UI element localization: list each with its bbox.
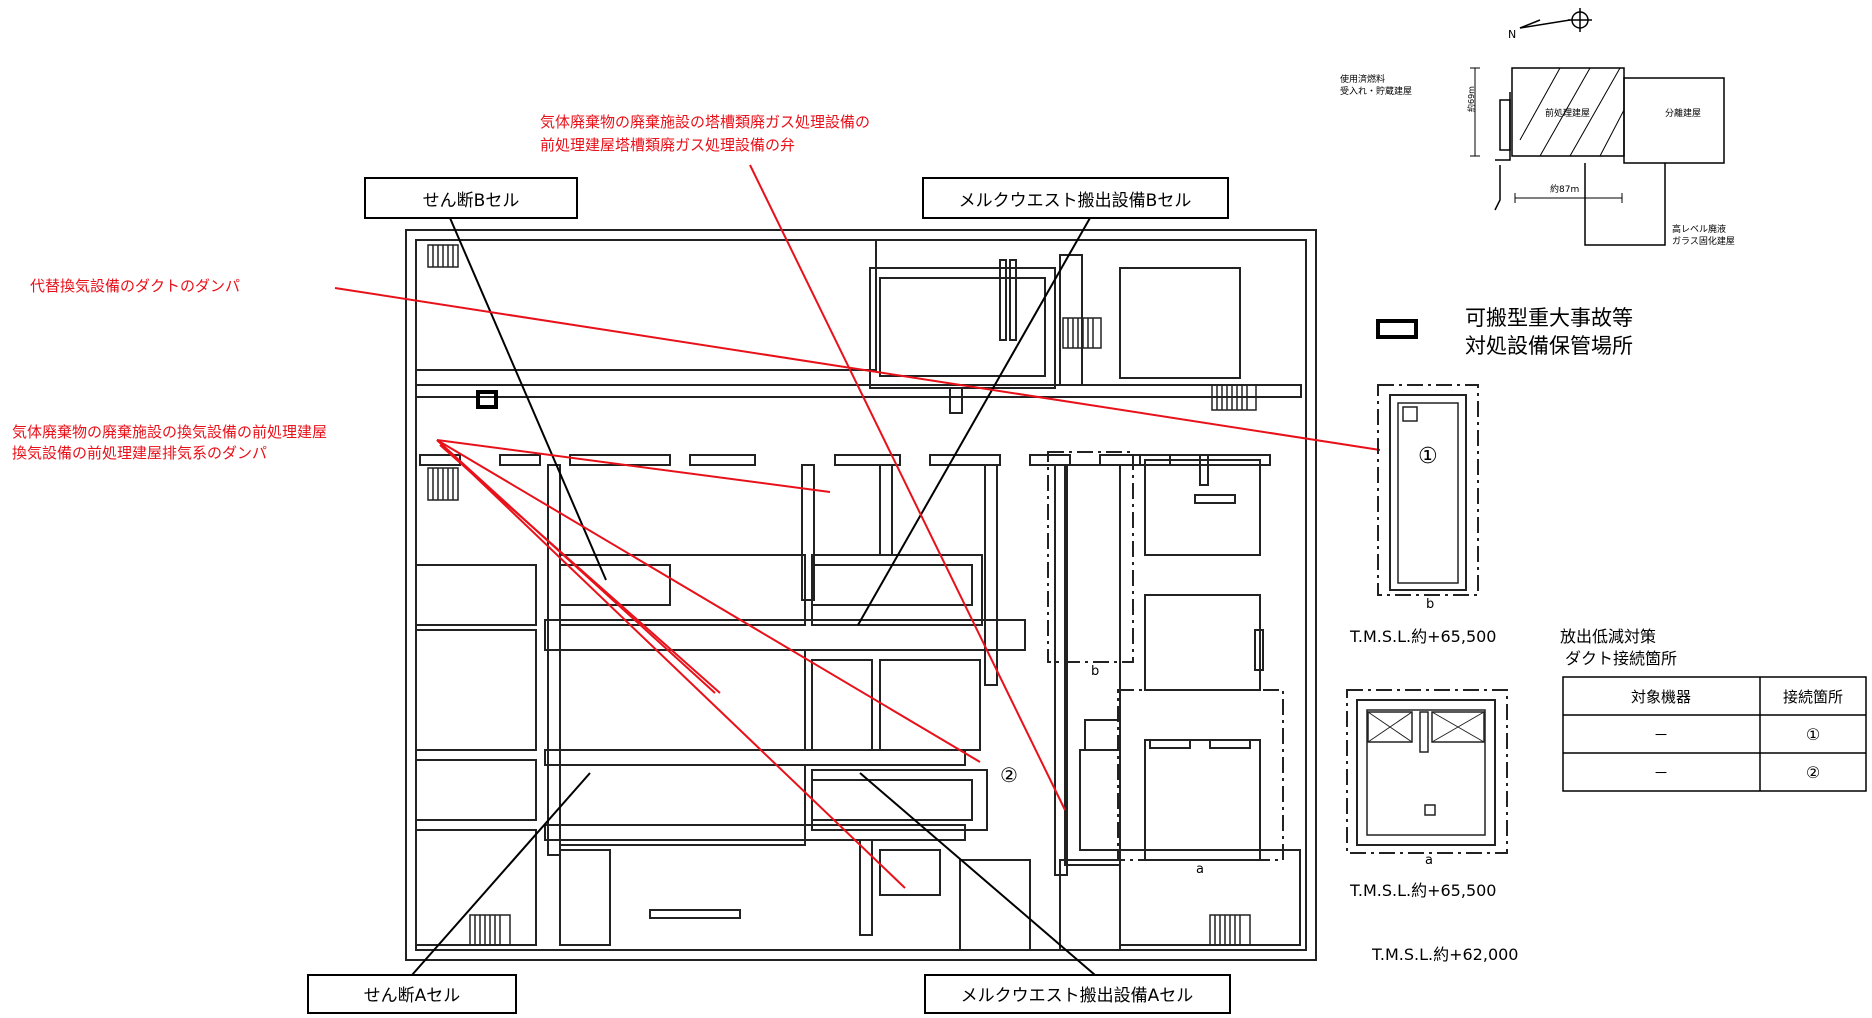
stair-bottom-left <box>469 914 511 946</box>
connection-table <box>1562 676 1867 792</box>
dash-dot-boundaries <box>1047 451 1284 861</box>
table-row-2-connection: ② <box>1806 763 1820 782</box>
table-title-1: 放出低減対策 <box>1560 627 1656 646</box>
key-plan: N 使用済燃料 受入れ・貯蔵建屋 前処理建屋 分離建屋 高レベル廃液 <box>1340 8 1735 247</box>
key-separation: 分離建屋 <box>1665 107 1701 119</box>
stair-top-right <box>1211 384 1257 411</box>
key-fuel-bldg-1: 使用済燃料 <box>1340 73 1385 85</box>
red-label-vent-1: 気体廃棄物の廃棄施設の換気設備の前処理建屋 <box>12 423 327 441</box>
key-hlw-1: 高レベル廃液 <box>1672 223 1726 235</box>
elevation-lower: T.M.S.L.約+65,500 <box>1349 881 1497 900</box>
callout-melt-a-label: メルクウエスト搬出設備Aセル <box>961 986 1194 1006</box>
key-dim-horizontal: 約87m <box>1550 183 1579 195</box>
red-leader-lines <box>334 164 1381 889</box>
staircases <box>427 244 1257 946</box>
north-label: N <box>1508 28 1516 41</box>
stair-left-mid <box>427 467 459 501</box>
callout-shear-b-label: せん断Bセル <box>423 191 520 211</box>
table-row-1-connection: ① <box>1806 725 1820 744</box>
marker-b-inset: b <box>1426 597 1434 612</box>
north-arrow-icon <box>1519 8 1592 32</box>
key-fuel-bldg-2: 受入れ・貯蔵建屋 <box>1340 85 1412 97</box>
storage-location-marker <box>476 390 498 409</box>
table-header-connection: 接続箇所 <box>1783 688 1843 706</box>
key-hlw-2: ガラス固化建屋 <box>1672 235 1735 247</box>
table-row-1-target: － <box>1653 726 1668 744</box>
marker-b-plan: b <box>1091 664 1099 679</box>
key-plan-dimensions <box>1470 67 1623 203</box>
marker-a-inset: a <box>1425 853 1433 868</box>
stair-top-left <box>427 244 459 268</box>
lower-inset-plan: a <box>1346 689 1508 868</box>
marker-circle-1-inset: ① <box>1418 444 1438 469</box>
legend-storage-2: 対処設備保管場所 <box>1465 334 1633 358</box>
red-label-vent-2: 換気設備の前処理建屋排気系のダンパ <box>12 444 267 462</box>
upper-inset-plan: ① b <box>1377 384 1479 612</box>
table-row-2-target: － <box>1653 764 1668 782</box>
table-title-2: ダクト接続箇所 <box>1565 649 1677 668</box>
elevation-main-floor: T.M.S.L.約+62,000 <box>1371 945 1519 964</box>
stair-bottom-right <box>1209 914 1251 946</box>
black-leader-lines <box>411 217 1096 976</box>
key-plan-buildings <box>1494 67 1725 246</box>
legend-storage-icon <box>1376 319 1418 339</box>
red-label-gas-waste-2: 前処理建屋塔槽類廃ガス処理設備の弁 <box>540 136 795 154</box>
red-label-gas-waste-1: 気体廃棄物の廃棄施設の塔槽類廃ガス処理設備の <box>540 113 870 131</box>
key-dim-vertical: 約69m <box>1466 86 1476 112</box>
callout-melt-a: メルクウエスト搬出設備Aセル <box>924 974 1231 1014</box>
callout-shear-a-label: せん断Aセル <box>364 986 461 1006</box>
red-label-alt-vent: 代替換気設備のダクトのダンパ <box>30 277 240 295</box>
marker-circle-2-plan: ② <box>1000 763 1018 787</box>
callout-shear-a: せん断Aセル <box>307 974 517 1014</box>
callout-melt-b: メルクウエスト搬出設備Bセル <box>922 177 1229 219</box>
elevation-upper: T.M.S.L.約+65,500 <box>1349 627 1497 646</box>
marker-a-plan: a <box>1196 862 1204 877</box>
table-header-target: 対象機器 <box>1631 688 1691 706</box>
stair-top-mid <box>1062 317 1102 349</box>
callout-shear-b: せん断Bセル <box>364 177 578 219</box>
callout-melt-b-label: メルクウエスト搬出設備Bセル <box>959 191 1192 211</box>
pretreatment-hatch <box>1519 67 1625 157</box>
key-pretreatment: 前処理建屋 <box>1545 107 1590 119</box>
legend-storage-1: 可搬型重大事故等 <box>1465 306 1633 330</box>
